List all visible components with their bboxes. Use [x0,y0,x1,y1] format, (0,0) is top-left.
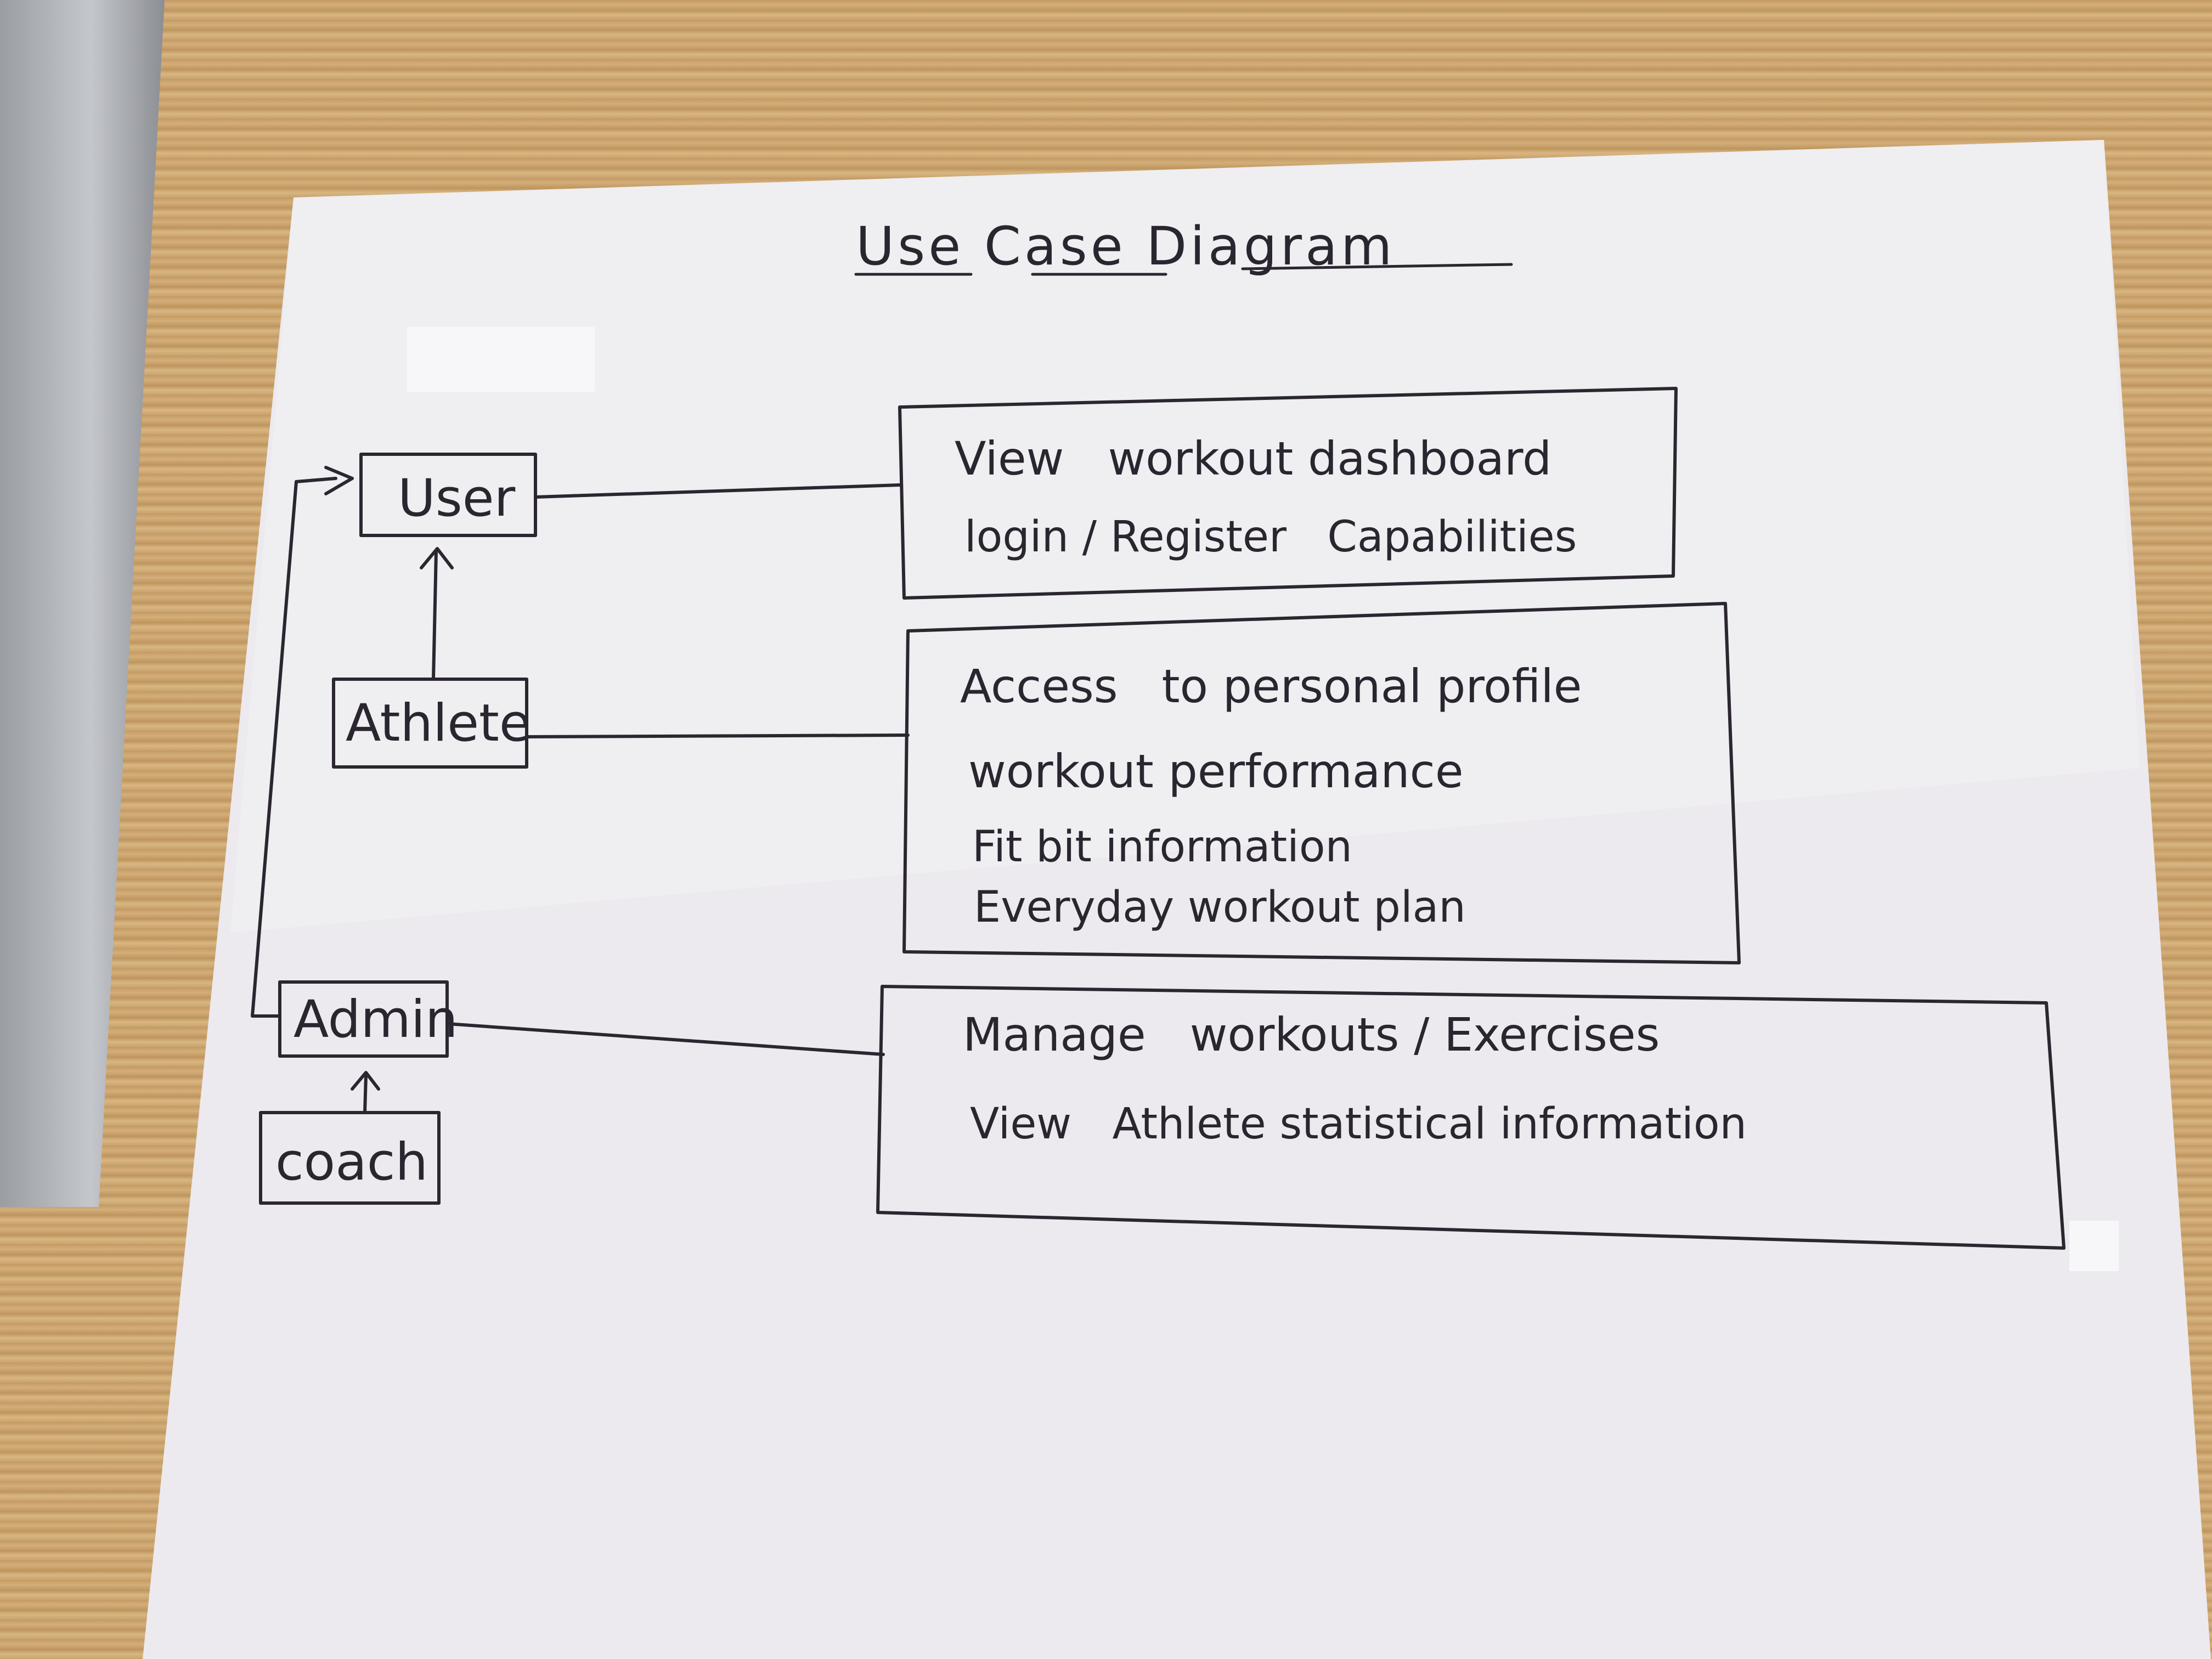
use-case-view-dashboard: View workout dashboard [955,432,1551,486]
actor-box-athlete [332,678,528,769]
use-case-everyday-plan: Everyday workout plan [974,883,1466,932]
use-case-workout-performance: workout performance [968,744,1464,798]
arrow-head [351,1071,380,1091]
actor-label-athlete: Athlete [346,693,531,753]
use-case-box-athlete [902,602,1741,964]
athlete-to-user-arrow [432,550,438,681]
actor-label-coach: coach [275,1132,428,1192]
user-association [534,483,901,499]
title-underline [1241,263,1513,270]
use-case-athlete-statistics: View Athlete statistical information [970,1099,1747,1149]
actor-box-admin [278,980,449,1058]
athlete-association [525,733,910,738]
actor-box-coach [259,1111,441,1205]
tape-patch [407,327,595,392]
use-case-login-register: login / Register Capabilities [964,512,1577,562]
use-case-manage-workouts: Manage workouts / Exercises [963,1008,1660,1062]
actor-label-user: User [398,469,516,528]
tape-patch-right [2069,1221,2119,1271]
admin-association [445,1022,885,1056]
coach-to-admin-arrow [363,1074,368,1114]
actor-label-admin: Admin [294,990,458,1049]
actor-box-user [359,453,537,537]
use-case-fitbit-information: Fit bit information [972,822,1352,872]
arrow-head [420,547,454,569]
use-case-box-user [898,387,1678,600]
arrow-head [324,466,354,495]
use-case-box-admin [876,985,2066,1250]
use-case-personal-profile: Access to personal profile [960,659,1582,713]
admin-to-user-arrow [251,477,337,1018]
